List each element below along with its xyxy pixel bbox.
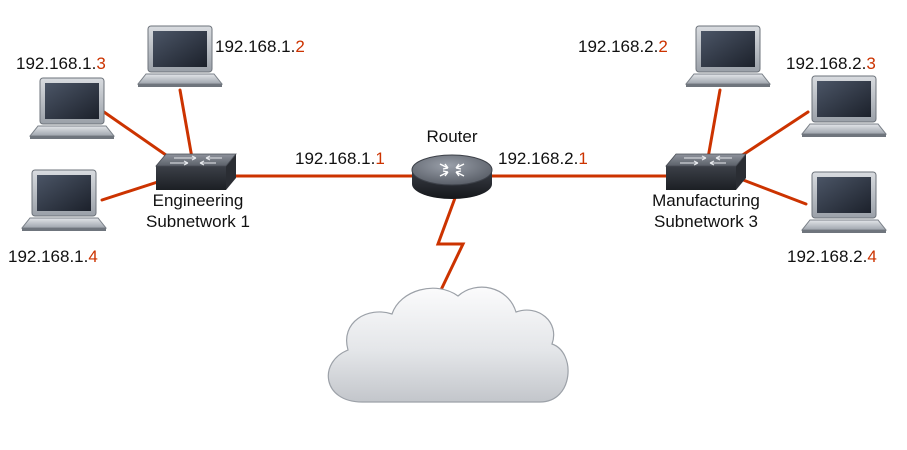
laptop-icon bbox=[21, 169, 107, 232]
ip-host-part: 3 bbox=[96, 54, 105, 73]
subnet-3-label-line2: Subnetwork 3 bbox=[654, 212, 758, 231]
ip-router-port-1: 192.168.1.1 bbox=[295, 149, 385, 168]
link-laptop-h24-switch-3 bbox=[736, 176, 808, 206]
link-laptop-h22-switch-3 bbox=[706, 88, 722, 160]
ip-host-192-168-1-2: 192.168.1.2 bbox=[215, 37, 305, 56]
ip-net-part: 192.168.1. bbox=[16, 54, 96, 73]
ip-host-part: 4 bbox=[88, 247, 97, 266]
router-label: Router bbox=[426, 127, 477, 146]
ip-net-part: 192.168.2. bbox=[786, 54, 866, 73]
ip-router-port-2: 192.168.2.1 bbox=[498, 149, 588, 168]
ip-host-192-168-1-4: 192.168.1.4 bbox=[8, 247, 98, 266]
cloud-icon bbox=[327, 286, 569, 403]
ip-host-part: 4 bbox=[867, 247, 876, 266]
laptop-icon bbox=[137, 25, 223, 88]
ip-host-192-168-2-3: 192.168.2.3 bbox=[786, 54, 876, 73]
ip-net-part: 192.168.1. bbox=[8, 247, 88, 266]
laptop-icon bbox=[685, 25, 771, 88]
router-icon bbox=[411, 154, 493, 199]
laptop-icon bbox=[801, 171, 887, 234]
ip-host-part: 1 bbox=[375, 149, 384, 168]
ip-net-part: 192.168.1. bbox=[215, 37, 295, 56]
switch-icon bbox=[155, 153, 237, 191]
subnet-3-label-line1: Manufacturing bbox=[652, 191, 760, 210]
link-laptop-h12-switch-1 bbox=[178, 88, 194, 160]
ip-host-part: 2 bbox=[295, 37, 304, 56]
link-laptop-h13-switch-1 bbox=[102, 110, 178, 164]
subnet-1-label-line2: Subnetwork 1 bbox=[146, 212, 250, 231]
ip-host-192-168-2-2: 192.168.2.2 bbox=[578, 37, 668, 56]
wan-link bbox=[435, 196, 466, 294]
ip-host-part: 1 bbox=[578, 149, 587, 168]
switch-icon bbox=[665, 153, 747, 191]
subnet-1-label-line1: Engineering bbox=[153, 191, 244, 210]
ip-host-192-168-2-4: 192.168.2.4 bbox=[787, 247, 877, 266]
laptop-icon bbox=[801, 75, 887, 138]
ip-host-part: 3 bbox=[866, 54, 875, 73]
ip-host-part: 2 bbox=[658, 37, 667, 56]
ip-net-part: 192.168.2. bbox=[578, 37, 658, 56]
ip-net-part: 192.168.1. bbox=[295, 149, 375, 168]
ip-net-part: 192.168.2. bbox=[498, 149, 578, 168]
ip-host-192-168-1-3: 192.168.1.3 bbox=[16, 54, 106, 73]
ip-net-part: 192.168.2. bbox=[787, 247, 867, 266]
laptop-icon bbox=[29, 77, 115, 140]
